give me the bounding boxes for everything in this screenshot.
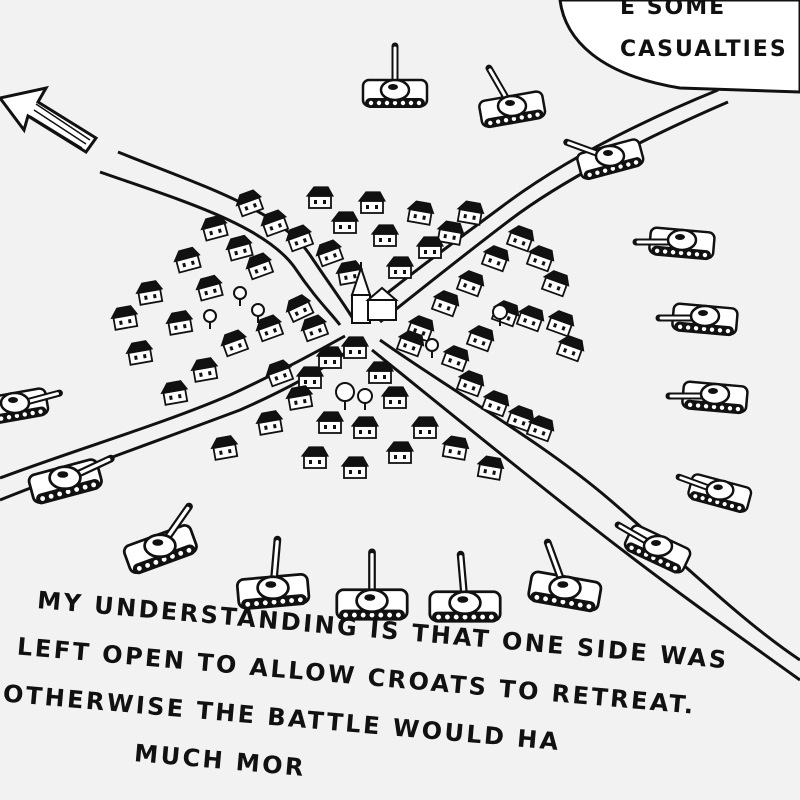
house-icon [165,310,194,336]
house-icon [430,290,460,318]
speech-bubble: E SOME CASUALTIES [558,0,800,94]
house-icon [173,246,202,274]
house-icon [415,236,445,259]
house-icon [370,224,400,247]
house-icon [365,361,395,384]
speech-bubble-line2: CASUALTIES [620,37,788,62]
house-icon [225,234,254,262]
tree-icon [203,309,217,329]
tree-icon [233,286,247,306]
house-icon [340,456,370,479]
house-icon [315,239,345,268]
house-icon [190,357,219,383]
tree-icon [492,304,508,326]
house-icon [340,336,370,359]
house-icon [255,410,284,436]
house-icon [515,305,545,333]
speech-bubble-line1: E SOME [620,0,726,20]
house-icon [305,186,335,209]
house-icon [545,310,575,338]
tanks [0,42,753,623]
house-icon [441,435,470,461]
town [110,186,585,481]
house-icon [555,335,585,363]
tank-icon [122,502,198,575]
house-icon [285,224,315,253]
tank-icon [563,138,645,181]
retreat-arrow-icon [0,85,99,155]
tank-icon [527,538,603,613]
church-icon [350,262,399,324]
tank-icon [655,302,739,337]
tree-icon [335,382,355,410]
house-icon [195,274,224,302]
tank-icon [614,521,692,574]
house-icon [380,386,410,409]
house-icon [385,441,415,464]
house-icon [455,270,485,298]
caption: MY UNDERSTANDING IS THAT ONE SIDE WAS LE… [2,586,730,782]
house-icon [125,340,154,366]
tank-icon [675,473,753,513]
house-icon [410,416,440,439]
house-icon [235,189,265,218]
tank-icon [632,226,716,261]
house-icon [285,385,314,411]
tank-icon [27,454,115,505]
house-icon [160,380,189,406]
house-icon [406,200,435,226]
house-icon [330,211,360,234]
house-icon [385,256,415,279]
tank-icon [335,548,409,621]
house-icon [436,220,465,246]
house-icon [260,209,290,238]
house-icon [300,314,330,343]
house-icon [440,345,470,373]
house-icon [135,280,164,306]
house-icon [285,294,315,324]
house-icon [480,390,510,418]
house-icon [220,329,250,358]
house-icon [350,416,380,439]
house-icon [480,245,510,273]
house-icon [476,455,505,481]
house-icon [395,330,425,358]
house-icon [540,270,570,298]
tree-icon [357,388,373,410]
house-icon [505,225,535,253]
roads [0,88,800,682]
tank-icon [478,64,547,129]
caption-line4: MUCH MOR [133,739,307,782]
house-icon [245,252,275,281]
tank-icon [0,387,63,426]
trees [203,286,508,410]
house-icon [300,446,330,469]
house-icon [255,314,285,343]
house-icon [465,325,495,353]
house-icon [315,346,345,369]
tank-icon [361,42,429,108]
house-icon [265,359,295,388]
tank-icon [665,380,749,415]
house-icon [525,245,555,273]
house-icon [210,435,239,461]
tree-icon [251,303,265,323]
house-icon [357,191,387,214]
house-icon [455,370,485,398]
house-icon [525,415,555,443]
house-icon [405,315,435,343]
house-icon [315,411,345,434]
house-icon [200,214,229,242]
tank-icon [235,535,311,610]
house-icon [295,366,325,389]
house-icon [456,200,485,226]
house-icon [110,305,139,331]
tree-icon [425,338,439,358]
tank-icon [428,550,502,623]
